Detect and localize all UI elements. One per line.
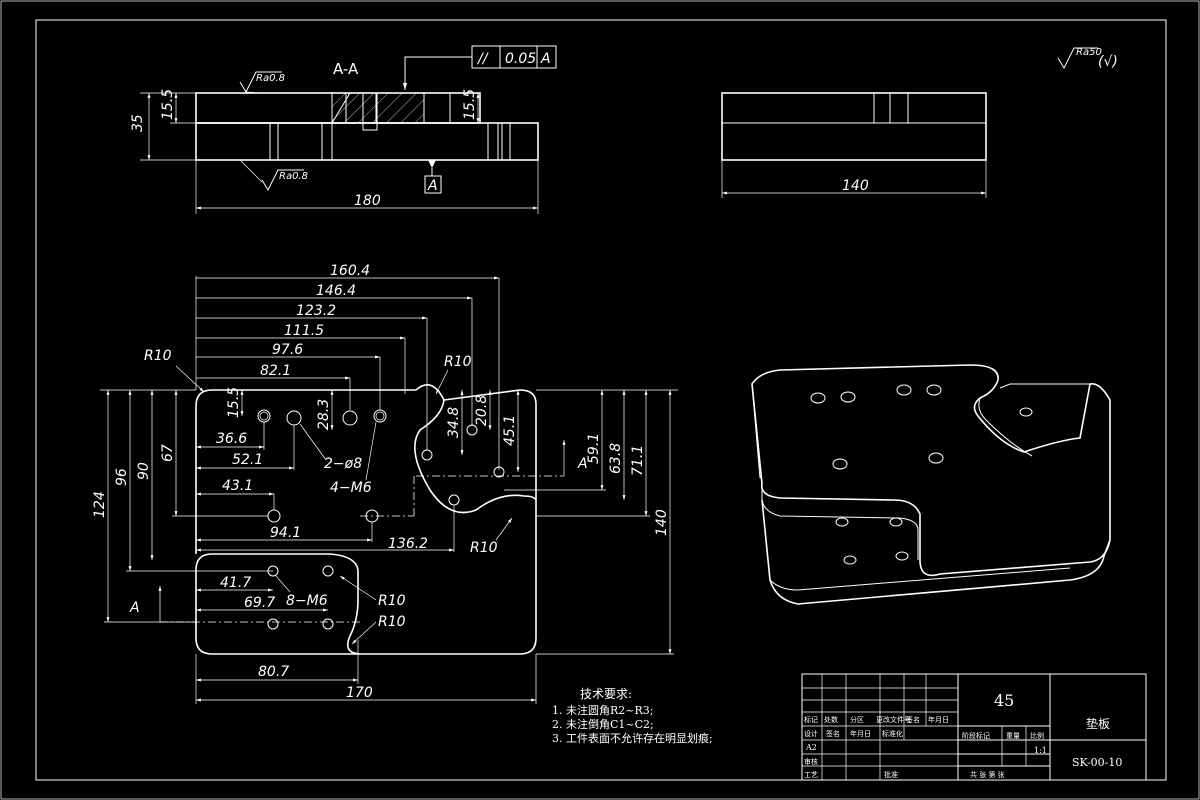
tolerance-datum: A (540, 51, 551, 67)
side-dim-width: 140 (842, 178, 869, 194)
plan-view: 160.4 146.4 123.2 111.5 97.6 82.1 R10 R1… (92, 263, 678, 704)
material: 45 (994, 691, 1014, 710)
side-view: 140 (721, 92, 987, 198)
tb-approve: 批准 (884, 770, 898, 779)
tolerance-symbol: // (476, 51, 489, 67)
tb-standard: 标准化 (882, 729, 903, 738)
dim-71-1: 71.1 (630, 445, 646, 476)
scale: 1:1 (1034, 746, 1047, 755)
tb-sheets: 共 张 第 张 (970, 770, 1005, 779)
dim-69-7: 69.7 (244, 595, 275, 611)
dim-height-total: 35 (130, 114, 146, 132)
tb-sign: 签名 (906, 715, 920, 724)
tb-date: 年月日 (928, 715, 949, 724)
hole-4m6: 4−M6 (330, 480, 372, 496)
tb-review: 审核 (804, 757, 818, 766)
dim-41-7: 41.7 (220, 575, 251, 591)
tb-process: 工艺 (804, 771, 818, 779)
title-block: 45 垫板 SK-00-10 1:1 标记 处数 分区 更改文件号 签名 年月日… (801, 673, 1147, 781)
hole-2d8: 2−ø8 (324, 456, 362, 472)
datum-label: A (427, 178, 438, 194)
dim-111-5: 111.5 (284, 323, 324, 339)
tb-weight: 重量 (1006, 732, 1020, 740)
tech-requirements: 技术要求: 1. 未注圆角R2~R3; 2. 未注倒角C1~C2; 3. 工件表… (552, 687, 713, 745)
tb-change-doc: 更改文件号 (876, 715, 911, 724)
tech-req-3: 3. 工件表面不允许存在明显划痕; (552, 731, 713, 745)
dim-82-1: 82.1 (260, 363, 291, 379)
roughness-general: Ra50 (1076, 47, 1102, 58)
inner-frame (35, 19, 1167, 781)
dim-63-8: 63.8 (608, 443, 624, 474)
dim-43-1: 43.1 (222, 478, 253, 494)
hole-8m6: 8−M6 (286, 593, 328, 609)
dim-15-5: 15.5 (226, 387, 242, 418)
section-view: A-A // 0.05 A Ra0.8 Ra0.8 A (130, 45, 557, 214)
dim-140: 140 (654, 509, 670, 536)
holes (257, 409, 505, 630)
dim-height-left: 15.5 (160, 89, 176, 120)
dim-160-4: 160.4 (330, 263, 370, 279)
dim-97-6: 97.6 (272, 342, 303, 358)
tb-zone: 分区 (850, 715, 864, 724)
radius-low2: R10 (378, 614, 406, 630)
dim-36-6: 36.6 (216, 431, 247, 447)
tech-req-title: 技术要求: (580, 687, 632, 701)
dim-28-3: 28.3 (316, 399, 332, 430)
dim-136-2: 136.2 (388, 536, 428, 552)
dim-height-right: 15.5 (462, 89, 478, 120)
dim-52-1: 52.1 (232, 452, 263, 468)
part-name: 垫板 (1086, 716, 1110, 731)
roughness-top: Ra0.8 (256, 73, 285, 84)
tb-ratio: 比例 (1030, 731, 1044, 740)
tolerance-value: 0.05 (505, 51, 536, 67)
radius-top-left: R10 (144, 348, 172, 364)
dim-146-4: 146.4 (316, 283, 356, 299)
isometric-view (751, 364, 1111, 605)
radius-mid: R10 (470, 540, 498, 556)
general-roughness: Ra50 (√) (1057, 47, 1118, 70)
dim-20-8: 20.8 (474, 395, 490, 426)
dim-67: 67 (160, 444, 176, 462)
dim-90: 90 (136, 462, 152, 480)
tb-count: 处数 (824, 715, 838, 724)
section-a-right: A (577, 456, 588, 472)
dim-59-1: 59.1 (586, 433, 602, 464)
dim-80-7: 80.7 (258, 664, 289, 680)
tb-mark: 标记 (804, 715, 818, 724)
dim-45-1: 45.1 (502, 415, 518, 446)
tb-design-sign: 签名 (826, 729, 840, 738)
dim-34-8: 34.8 (446, 407, 462, 438)
dim-94-1: 94.1 (270, 525, 301, 541)
roughness-bottom: Ra0.8 (279, 171, 308, 182)
section-label: A-A (333, 60, 359, 78)
tech-req-1: 1. 未注圆角R2~R3; (552, 703, 653, 717)
radius-top-right: R10 (444, 354, 472, 370)
tb-stage-mark: 阶段标记 (962, 731, 990, 740)
roughness-general-suffix: (√) (1098, 54, 1118, 70)
dim-width: 180 (354, 193, 381, 209)
dim-96: 96 (114, 468, 130, 486)
section-a-left: A (129, 600, 140, 616)
tb-design-date: 年月日 (850, 729, 871, 738)
tech-req-2: 2. 未注倒角C1~C2; (552, 717, 654, 731)
tb-a2: A2 (805, 743, 817, 752)
dim-123-2: 123.2 (296, 303, 336, 319)
dim-124: 124 (92, 491, 108, 518)
drawing-number: SK-00-10 (1072, 756, 1122, 769)
radius-low1: R10 (378, 593, 406, 609)
dim-170: 170 (346, 685, 373, 701)
tb-design: 设计 (804, 729, 818, 738)
